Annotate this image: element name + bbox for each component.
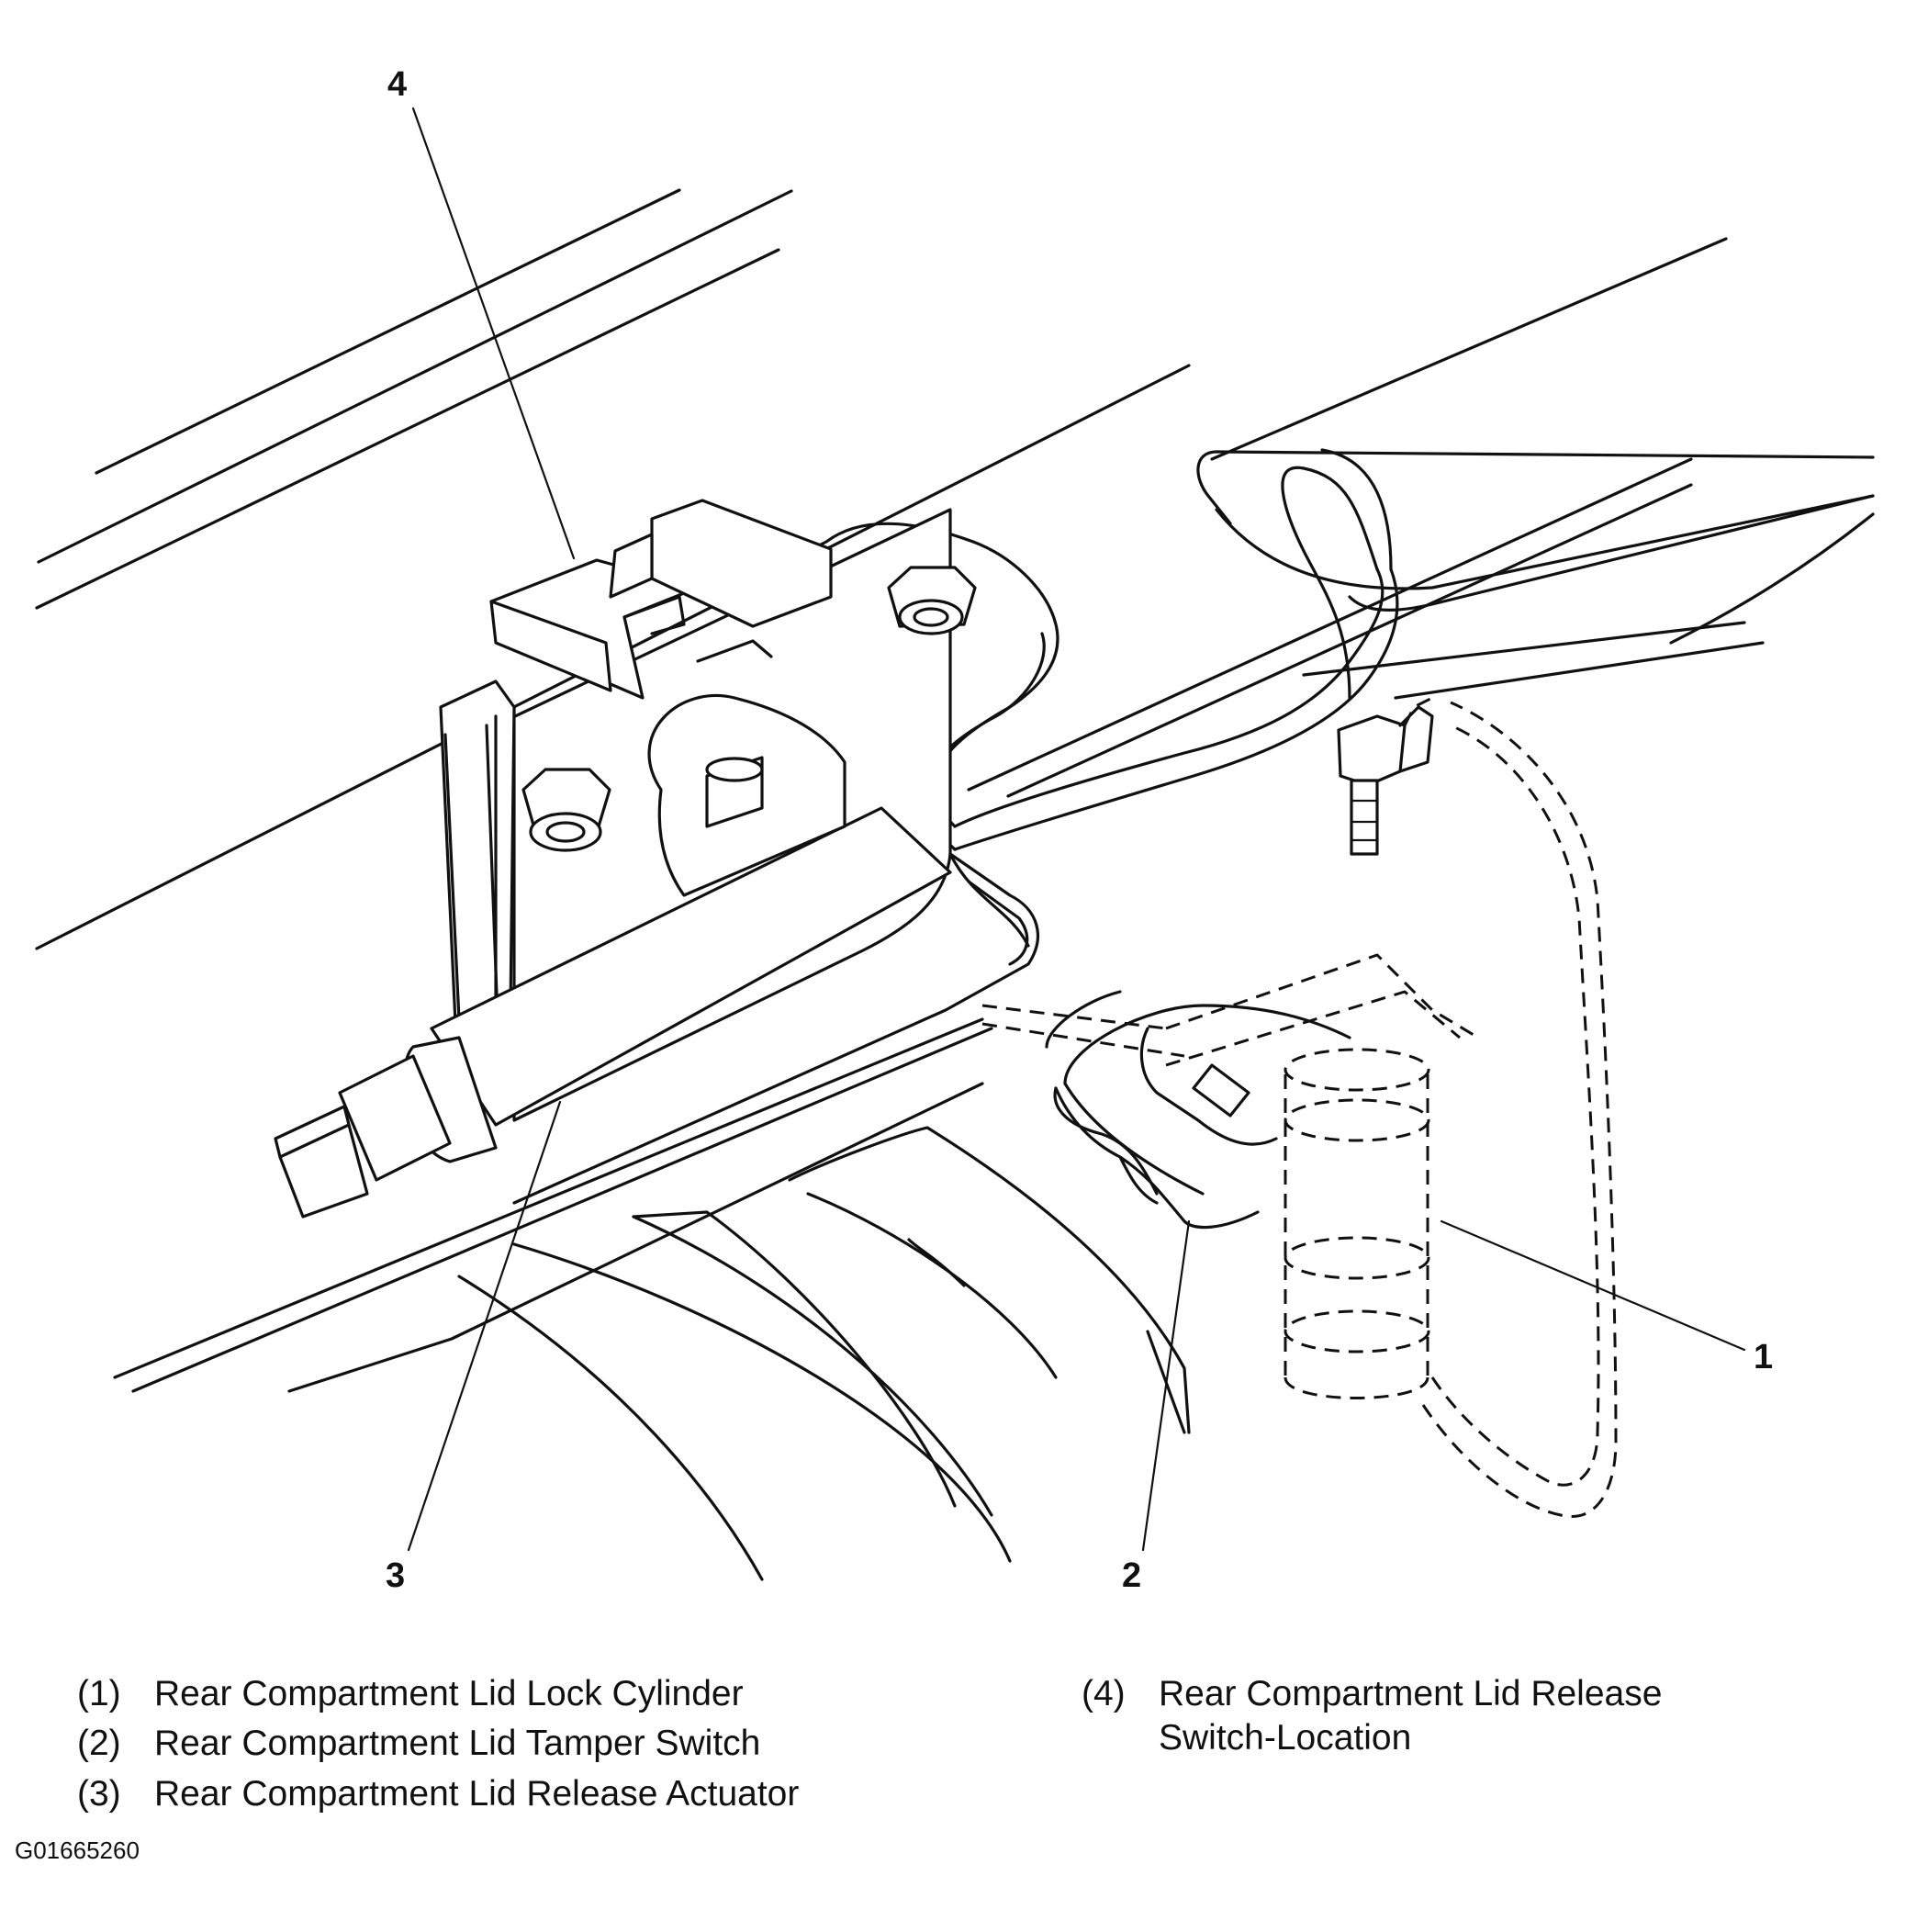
tamper-switch <box>1045 990 1351 1230</box>
callout-1: 1 <box>1754 1338 1773 1376</box>
component-location-diagram: 4 3 2 1 <box>35 65 1875 1595</box>
harness-connector <box>1337 705 1434 856</box>
rear-panel-outline <box>1196 237 1875 700</box>
legend-label: Rear Compartment Lid Release <box>1159 1674 1663 1713</box>
bracket-boss <box>647 693 846 897</box>
callout-4: 4 <box>387 65 407 104</box>
leader-line-2 <box>1141 1219 1191 1552</box>
callout-2: 2 <box>1122 1556 1141 1595</box>
leader-line-3 <box>407 1100 562 1552</box>
legend-number: (2) <box>77 1724 121 1763</box>
diagram-drawing: 4 3 2 1 <box>35 65 1875 1595</box>
leader-line-1 <box>1440 1219 1746 1352</box>
leader-line-4 <box>411 107 576 560</box>
legend-label: Rear Compartment Lid Lock Cylinder <box>154 1674 744 1713</box>
lower-body-curves <box>113 1017 1191 1581</box>
release-switch <box>489 499 833 700</box>
mounting-nut-lower <box>521 768 611 852</box>
mounting-nut-upper <box>887 566 977 635</box>
callout-3: 3 <box>386 1556 405 1595</box>
lock-cylinder-hidden <box>981 696 1618 1518</box>
trunk-lid-panel-lines <box>35 188 1693 950</box>
legend-number: (3) <box>77 1774 121 1814</box>
figure-id: G01665260 <box>15 1837 140 1864</box>
legend-label: Rear Compartment Lid Release Actuator <box>154 1774 800 1814</box>
legend-number: (1) <box>77 1674 121 1713</box>
release-actuator <box>274 806 952 1219</box>
legend-number: (4) <box>1082 1674 1126 1713</box>
legend-label-continued: Switch-Location <box>1159 1718 1412 1758</box>
leader-lines <box>407 107 1746 1552</box>
legend-label: Rear Compartment Lid Tamper Switch <box>154 1724 761 1763</box>
